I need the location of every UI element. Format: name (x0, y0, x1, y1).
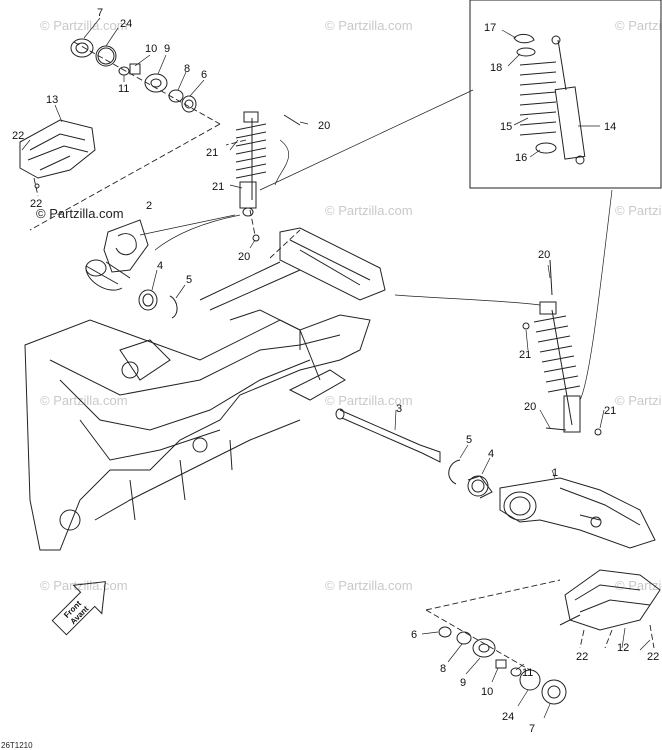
bearing-9 (144, 73, 168, 93)
watermark: © Partzilla.com (615, 393, 662, 408)
callout-4: 4 (488, 448, 494, 460)
callout-21: 21 (604, 405, 616, 417)
nut-11 (118, 66, 130, 76)
callout-9: 9 (164, 43, 170, 55)
callout-21: 21 (519, 349, 531, 361)
lower-right-hardware (425, 579, 567, 705)
watermark: © Partzilla.com (40, 18, 128, 33)
callout-20: 20 (538, 249, 550, 261)
callout-9: 9 (460, 677, 466, 689)
callout-5: 5 (466, 434, 472, 446)
vehicle-frame (24, 227, 386, 551)
callout-21: 21 (206, 147, 218, 159)
watermark: © Partzilla.com (325, 393, 413, 408)
watermark-layer: © Partzilla.com © Partzilla.com © Partzi… (36, 18, 662, 593)
callout-18: 18 (490, 62, 502, 74)
callout-16: 16 (515, 152, 527, 164)
washer-10 (129, 63, 141, 75)
watermark: © Partzilla.com (325, 18, 413, 33)
clip-5a (169, 295, 178, 319)
callout-10: 10 (145, 43, 157, 55)
callout-14: 14 (604, 121, 616, 133)
callout-15: 15 (500, 121, 512, 133)
callout-8: 8 (440, 663, 446, 675)
watermark: © Partzilla.com (40, 578, 128, 593)
callout-13: 13 (46, 94, 58, 106)
callout-21: 21 (212, 181, 224, 193)
watermark: © Partzilla.com (615, 578, 662, 593)
callout-7: 7 (529, 723, 535, 735)
guard-12 (559, 569, 661, 649)
pivot-housing-2 (85, 214, 236, 319)
watermark: © Partzilla.com (325, 578, 413, 593)
bearing-4a (138, 289, 158, 311)
callout-labels: 7 24 10 9 11 8 6 13 22 22 2 4 5 21 21 20… (12, 7, 659, 735)
callout-4: 4 (157, 260, 163, 272)
partzilla-logo-text: © Partzilla.com (36, 206, 124, 221)
lower-bearing-set (448, 459, 493, 499)
callout-7: 7 (97, 7, 103, 19)
shock-detail (513, 33, 586, 165)
callout-22: 22 (12, 130, 24, 142)
callout-6: 6 (411, 629, 417, 641)
callout-24: 24 (120, 18, 132, 30)
callout-5: 5 (186, 274, 192, 286)
seal-8 (168, 89, 184, 103)
watermark: © Partzilla.com (615, 203, 662, 218)
callout-20: 20 (318, 120, 330, 132)
swing-arm-1 (499, 469, 656, 549)
callout-20: 20 (524, 401, 536, 413)
callout-22: 22 (30, 198, 42, 210)
figure-reference: 26T1210 (1, 741, 33, 750)
cap-7 (70, 38, 94, 58)
bolt-20 (283, 114, 301, 126)
callout-6: 6 (201, 69, 207, 81)
watermark: © Partzilla.com (615, 18, 662, 33)
drive-axle-3 (335, 408, 441, 463)
callout-17: 17 (484, 22, 496, 34)
shock-detail-frame (469, 0, 662, 189)
upper-left-hardware (29, 38, 221, 231)
callout-2: 2 (146, 200, 152, 212)
callout-12: 12 (617, 642, 629, 654)
callout-11: 11 (118, 83, 129, 95)
callout-20: 20 (238, 251, 250, 263)
watermark: © Partzilla.com (40, 393, 128, 408)
callout-11: 11 (522, 667, 533, 679)
callout-1: 1 (552, 467, 558, 479)
callout-22: 22 (647, 651, 659, 663)
callout-3: 3 (396, 403, 402, 415)
callout-24: 24 (502, 711, 514, 723)
leader-lines (21, 17, 651, 719)
callout-10: 10 (481, 686, 493, 698)
rear-shock-right (522, 259, 602, 436)
watermark: © Partzilla.com (325, 203, 413, 218)
callout-22: 22 (576, 651, 588, 663)
bushing-6 (181, 95, 197, 113)
guard-13 (19, 119, 96, 197)
callout-8: 8 (184, 63, 190, 75)
